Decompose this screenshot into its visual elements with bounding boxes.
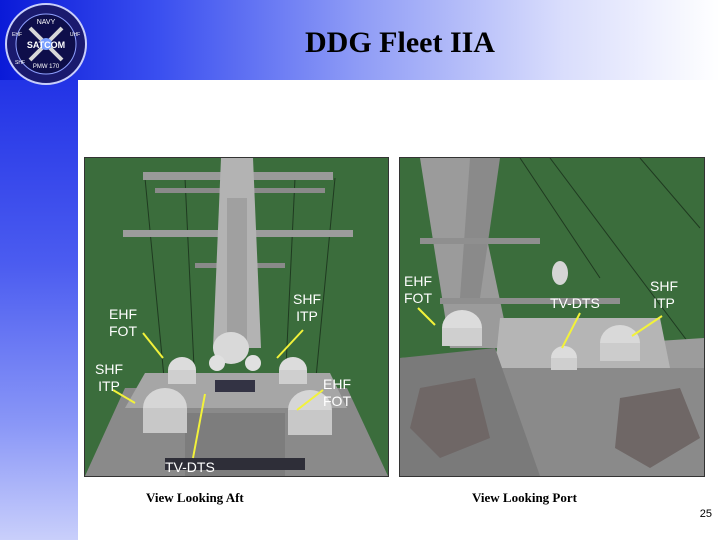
- callout-line-2: FOT: [404, 290, 432, 306]
- header-gradient-band: [0, 0, 720, 80]
- tv-dts-callout: TV-DTS: [550, 295, 600, 311]
- port-view-image: EHF FOT TV-DTS SHF ITP: [399, 157, 705, 477]
- shf-itp-callout-left: SHF ITP: [95, 361, 123, 395]
- aft-view-caption: View Looking Aft: [146, 490, 244, 505]
- callout-line-2: ITP: [653, 295, 675, 311]
- callout-line-1: EHF: [109, 306, 137, 322]
- logo-bottom-text: PMW 170: [33, 64, 60, 70]
- shf-itp-callout: SHF ITP: [650, 278, 678, 312]
- side-gradient-band: [0, 80, 78, 540]
- logo-ring-bottom-left-text: SHF: [15, 60, 25, 66]
- logo-ring-left-text: EHF: [12, 32, 22, 38]
- aft-view-illustration: [85, 158, 388, 476]
- callout-line-2: ITP: [296, 308, 318, 324]
- logo-ring-right-text: UHF: [70, 32, 80, 38]
- callout-line-1: EHF: [323, 376, 351, 392]
- callout-line-1: SHF: [293, 291, 321, 307]
- logo-main-text: SATCOM: [27, 40, 65, 50]
- page-title: DDG Fleet IIA: [305, 26, 495, 59]
- callout-line-2: ITP: [98, 378, 120, 394]
- shf-itp-callout-right: SHF ITP: [293, 291, 321, 325]
- ehf-fot-callout-left: EHF FOT: [109, 306, 137, 340]
- ehf-fot-callout-right: EHF FOT: [323, 376, 351, 410]
- tv-dts-callout: TV-DTS: [165, 459, 215, 475]
- port-view-caption: View Looking Port: [472, 490, 577, 505]
- callout-line-1: SHF: [95, 361, 123, 377]
- ehf-fot-callout: EHF FOT: [404, 273, 432, 307]
- aft-view-image: EHF FOT SHF ITP SHF ITP EHF FOT TV-DTS: [84, 157, 389, 477]
- callout-line-2: FOT: [323, 393, 351, 409]
- navy-satcom-logo: NAVY SATCOM PMW 170 EHF UHF SHF: [5, 3, 87, 85]
- callout-line-2: FOT: [109, 323, 137, 339]
- callout-line-1: SHF: [650, 278, 678, 294]
- callout-line-1: EHF: [404, 273, 432, 289]
- page-number: 25: [699, 508, 712, 520]
- port-view-illustration: [400, 158, 704, 476]
- logo-top-text: NAVY: [37, 19, 56, 26]
